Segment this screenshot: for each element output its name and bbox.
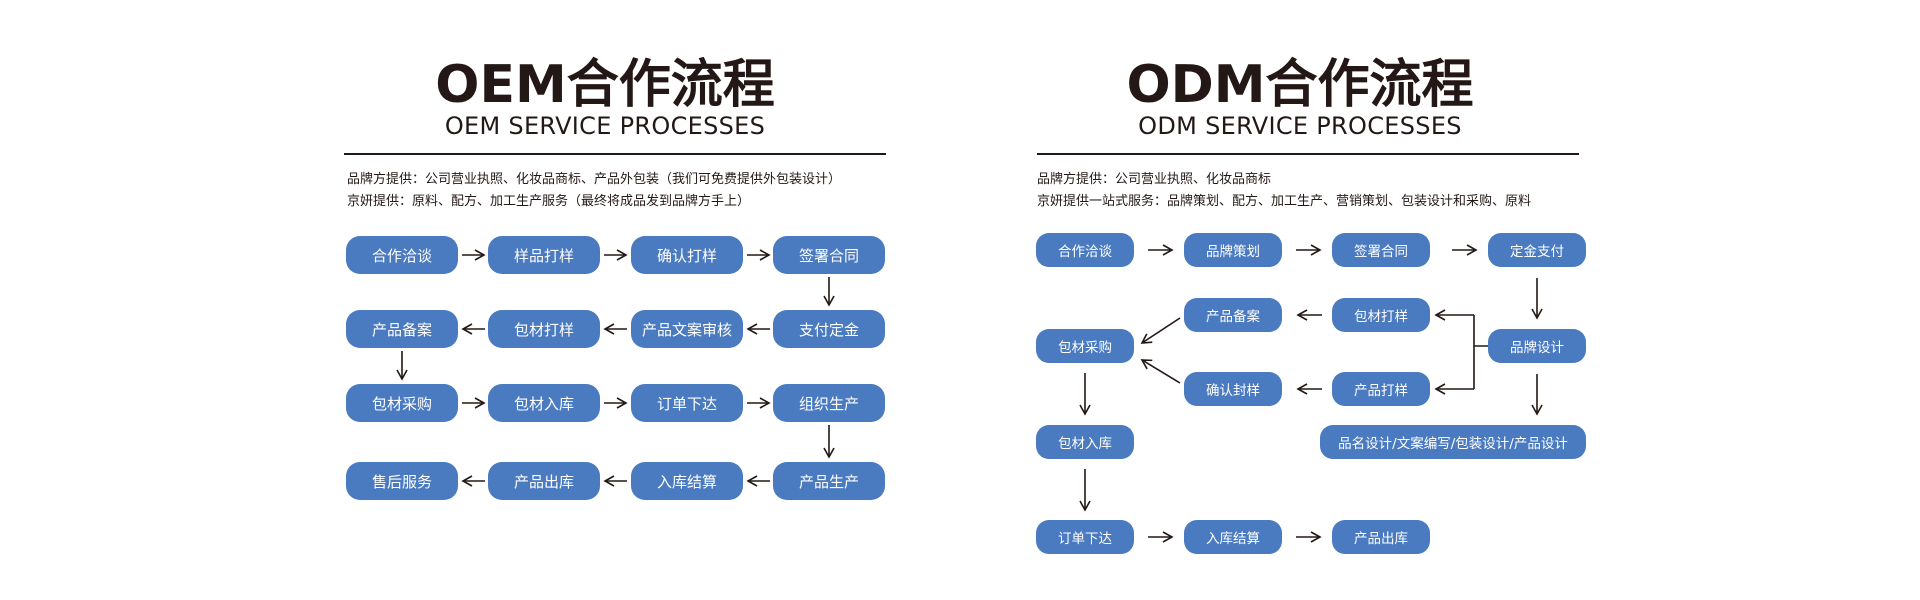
oem-step-product-filing: 产品备案 — [346, 310, 458, 348]
odm-step-sign-contract: 签署合同 — [1332, 233, 1430, 267]
odm-divider — [1037, 153, 1579, 155]
oem-step-product-production: 产品生产 — [773, 462, 885, 500]
odm-step-brand-design: 品牌设计 — [1488, 329, 1586, 363]
odm-arrow-9 — [1140, 317, 1181, 344]
odm-step-deposit-payment: 定金支付 — [1488, 233, 1586, 267]
oem-step-sample-proofing: 样品打样 — [488, 236, 600, 274]
odm-step-design-bundle: 品名设计/文案编写/包装设计/产品设计 — [1320, 425, 1586, 459]
oem-step-product-outbound: 产品出库 — [488, 462, 600, 500]
oem-subtitle: OEM SERVICE PROCESSES — [444, 112, 766, 140]
odm-step-packaging-proofing: 包材打样 — [1332, 298, 1430, 332]
odm-note-brand: 品牌方提供：公司营业执照、化妆品商标 — [1037, 172, 1272, 187]
oem-divider — [344, 153, 886, 155]
oem-step-after-sales: 售后服务 — [346, 462, 458, 500]
odm-step-brand-planning: 品牌策划 — [1184, 233, 1282, 267]
odm-step-order-placed: 订单下达 — [1036, 520, 1134, 554]
oem-note-brand: 品牌方提供：公司营业执照、化妆品商标、产品外包装（我们可免费提供外包装设计） — [347, 172, 842, 187]
oem-step-pay-deposit: 支付定金 — [773, 310, 885, 348]
oem-step-packaging-purchase: 包材采购 — [346, 384, 458, 422]
oem-step-packaging-storage: 包材入库 — [488, 384, 600, 422]
odm-step-confirm-sealed-sample: 确认封样 — [1184, 372, 1282, 406]
oem-note-supplier: 京妍提供：原料、配方、加工生产服务（最终将成品发到品牌方手上） — [347, 194, 751, 209]
odm-step-product-filing: 产品备案 — [1184, 298, 1282, 332]
oem-step-sign-contract: 签署合同 — [773, 236, 885, 274]
oem-step-organize-production: 组织生产 — [773, 384, 885, 422]
odm-note-supplier: 京妍提供一站式服务：品牌策划、配方、加工生产、营销策划、包装设计和采购、原料 — [1037, 194, 1532, 209]
odm-step-packaging-storage: 包材入库 — [1036, 425, 1134, 459]
odm-step-cooperation-talk: 合作洽谈 — [1036, 233, 1134, 267]
odm-step-packaging-purchase: 包材采购 — [1036, 329, 1134, 363]
oem-step-confirm-proofing: 确认打样 — [631, 236, 743, 274]
oem-step-order-placed: 订单下达 — [631, 384, 743, 422]
odm-title: ODM合作流程 — [1126, 55, 1474, 115]
oem-step-cooperation-talk: 合作洽谈 — [346, 236, 458, 274]
oem-step-packaging-proofing: 包材打样 — [488, 310, 600, 348]
odm-step-storage-settlement: 入库结算 — [1184, 520, 1282, 554]
odm-arrow-bracket — [1473, 315, 1488, 389]
oem-step-copy-review: 产品文案审核 — [631, 310, 743, 348]
odm-step-product-proofing: 产品打样 — [1332, 372, 1430, 406]
odm-arrow-10 — [1140, 359, 1181, 384]
oem-step-storage-settlement: 入库结算 — [631, 462, 743, 500]
odm-subtitle: ODM SERVICE PROCESSES — [1138, 112, 1462, 140]
oem-title: OEM合作流程 — [435, 55, 775, 115]
odm-step-product-outbound: 产品出库 — [1332, 520, 1430, 554]
